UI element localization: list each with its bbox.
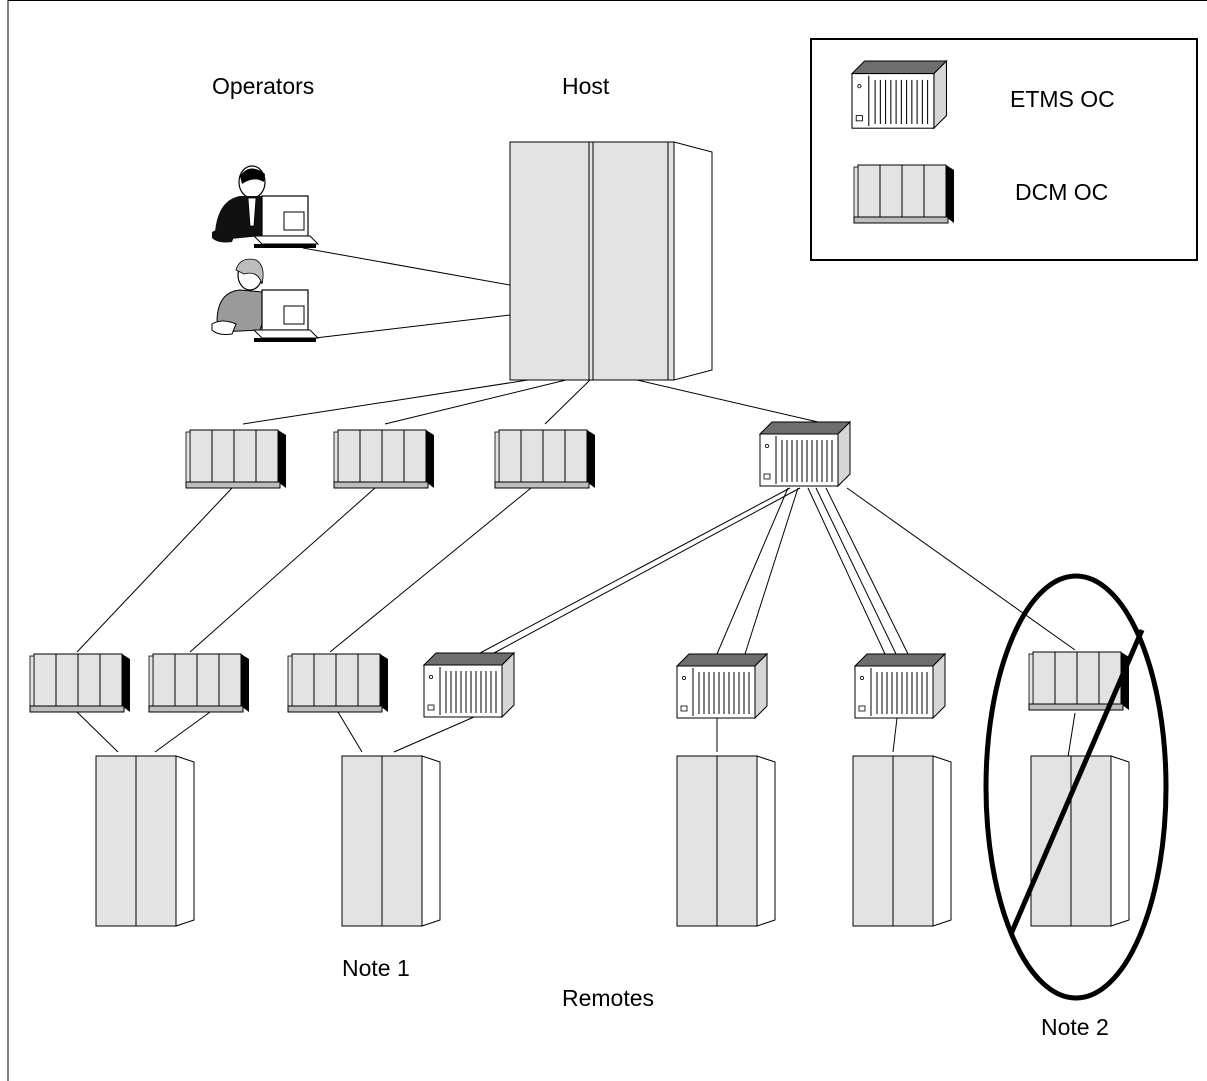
link-etms-r3-b: [815, 487, 897, 655]
link-host-etms-top: [636, 379, 819, 423]
link-dcm1-dcm-r1: [76, 487, 233, 653]
link-dcm-r1-remote1: [76, 711, 119, 753]
link-dcm-r4-remote5: [1067, 712, 1076, 758]
link-operator2-host: [297, 314, 511, 341]
note2-strike-circle: [983, 573, 1169, 1001]
legend-dcm-oc-icon: [853, 164, 955, 224]
connections: [76, 247, 1076, 758]
link-dcm-r3-remote2: [337, 711, 363, 753]
host-label: Host: [562, 73, 610, 99]
etms-oc-remote-1: [423, 652, 515, 718]
legend: ETMS OC DCM OC: [810, 38, 1198, 261]
remote-cabinet-2: [341, 755, 441, 927]
note1-label: Note 1: [342, 955, 410, 981]
host-cabinet: [509, 141, 713, 381]
link-etms-dcm-r4: [846, 487, 1076, 651]
link-dcm2-dcm-r2: [189, 487, 376, 653]
link-dcm3-dcm-r3: [329, 487, 532, 653]
remote-cabinet-3: [676, 755, 776, 927]
operator-1-icon: [212, 165, 320, 248]
link-host-dcm2: [384, 379, 567, 425]
link-etms-r3-remote4: [892, 717, 898, 753]
dcm-oc-remote-2: [148, 653, 250, 713]
link-host-dcm1: [242, 379, 529, 425]
link-etms-r3-a: [807, 487, 886, 655]
link-etms-r1-b: [493, 487, 801, 654]
operators-label: Operators: [212, 73, 314, 99]
remotes-label: Remotes: [562, 985, 654, 1011]
link-etms-r1-a: [479, 487, 791, 654]
link-etms-r2-a: [716, 487, 789, 655]
etms-oc-top: [759, 421, 851, 487]
dcm-oc-1: [185, 429, 287, 489]
dcm-oc-remote-4: [1028, 651, 1130, 711]
dcm-oc-remote-1: [29, 653, 131, 713]
legend-etms-label: ETMS OC: [1010, 86, 1115, 112]
link-host-dcm3: [544, 379, 591, 425]
legend-etms-oc-icon: [851, 60, 948, 129]
dcm-oc-2: [333, 429, 435, 489]
dcm-oc-3: [494, 429, 596, 489]
etms-oc-remote-2: [676, 653, 768, 719]
remote-cabinet-4: [852, 755, 952, 927]
link-etms-r1-remote2: [393, 716, 475, 753]
remote-cabinet-5: [1030, 755, 1130, 927]
operator-2-icon: [211, 258, 320, 342]
link-etms-r2-b: [744, 487, 799, 655]
link-etms-r3-c: [825, 487, 909, 655]
link-operator1-host: [302, 247, 511, 286]
link-dcm-r2-remote1: [154, 711, 211, 753]
note2-label: Note 2: [1041, 1014, 1109, 1040]
legend-dcm-label: DCM OC: [1015, 179, 1108, 205]
note2-strike-line: [1008, 629, 1145, 935]
dcm-oc-remote-3: [287, 653, 389, 713]
remote-cabinet-1: [95, 755, 195, 927]
etms-oc-remote-3: [854, 653, 946, 719]
